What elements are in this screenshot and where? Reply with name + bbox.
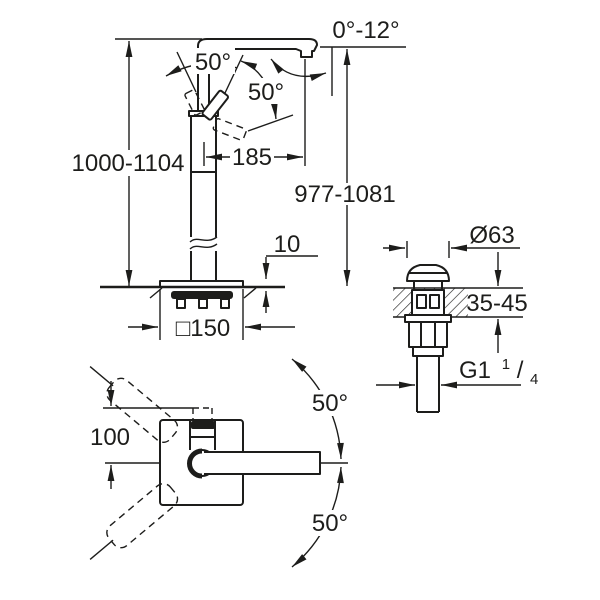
flange-diameter-label: Ø63 <box>469 222 514 249</box>
faucet-lever <box>201 89 229 121</box>
spout-tilt-label: 0°-12° <box>332 17 399 44</box>
dim-height-range <box>115 38 202 286</box>
lever-plan <box>204 451 321 475</box>
break-symbol <box>189 236 218 251</box>
dim-spout-reach <box>203 59 306 166</box>
swivel-upper-label: 50° <box>312 390 348 417</box>
spout-reach-label: 185 <box>232 144 272 171</box>
plate-size-label: □150 <box>176 315 231 342</box>
label-bg <box>191 48 235 74</box>
spout-tilt-arc <box>270 47 333 96</box>
lever-tip-dashed <box>192 407 213 420</box>
handle-projection-label: 100 <box>90 424 130 451</box>
drain-detail: Ø63 35-45 G1 1 / 4 <box>376 222 538 413</box>
floor-to-spout-label: 977-1081 <box>294 181 395 208</box>
dim-handle-projection <box>103 381 193 489</box>
label-bg <box>307 510 353 536</box>
drain-washer <box>404 314 452 323</box>
height-range-label: 1000-1104 <box>72 150 185 177</box>
swivel-positions <box>89 366 179 560</box>
dim-flange-diameter <box>383 241 520 258</box>
drain-collar <box>412 346 444 357</box>
dim-plate-height <box>262 255 318 313</box>
side-view: 1000-1104 0°-12° 50° 50° 185 977-1081 10… <box>72 17 406 342</box>
thread-size-label: G1 1 / 4 <box>459 348 538 388</box>
faucet-column <box>188 110 219 282</box>
dim-floor-to-spout <box>320 46 406 286</box>
swivel-lower-label: 50° <box>312 510 348 537</box>
drain-nut <box>408 321 448 348</box>
label-bg <box>244 78 288 104</box>
handle-arc-left-label: 50° <box>195 49 231 76</box>
drain-body <box>404 264 452 413</box>
deck-thickness-label: 35-45 <box>466 290 527 317</box>
base-plate <box>159 280 244 309</box>
dim-plate-size <box>128 289 295 340</box>
handle-arc-right-label: 50° <box>248 79 284 106</box>
label-bg <box>307 390 353 416</box>
top-view: 100 50° 50° <box>89 358 353 568</box>
plate-height-label: 10 <box>274 231 301 258</box>
